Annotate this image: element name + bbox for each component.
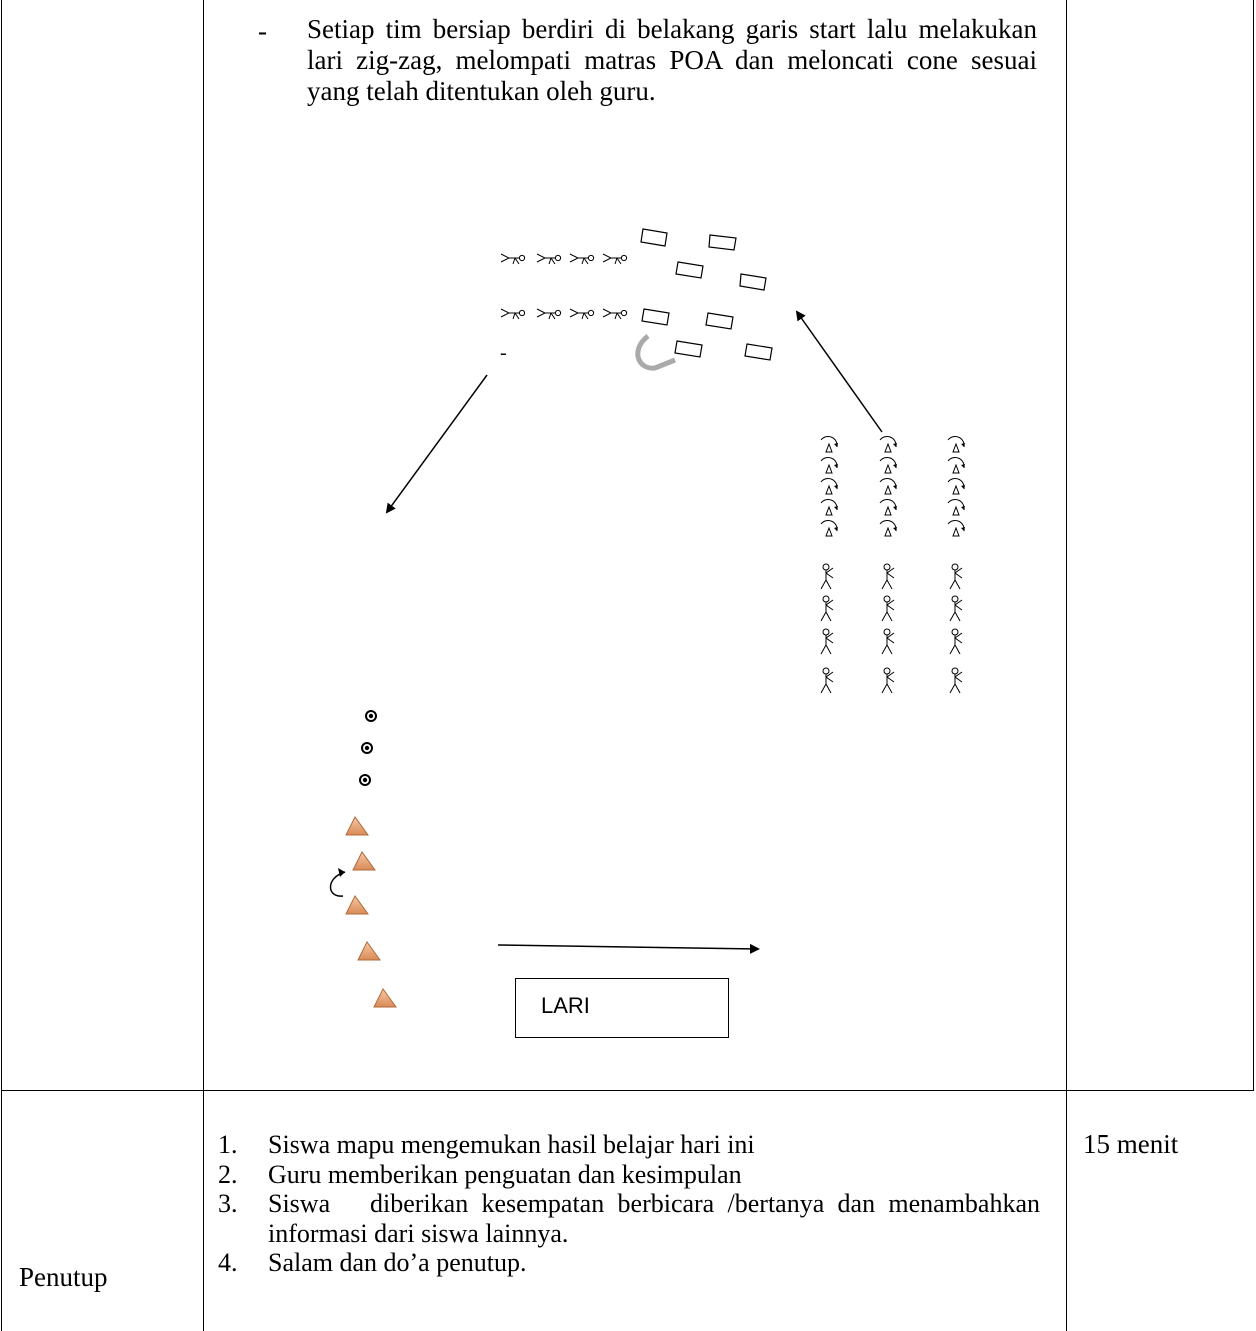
duration-label: 15 menit bbox=[1083, 1129, 1179, 1159]
list-item: 2. Guru memberikan penguatan dan kesimpu… bbox=[218, 1160, 1040, 1190]
curved-arrow-icon bbox=[338, 868, 345, 877]
list-item: 4. Salam dan do’a penutup. bbox=[218, 1248, 1040, 1278]
phase-label: Penutup bbox=[19, 1262, 108, 1292]
list-item-text: Guru memberikan penguatan dan kesimpulan bbox=[268, 1159, 742, 1189]
arrow-icon bbox=[795, 310, 883, 433]
stray-dash: - bbox=[500, 342, 507, 364]
ball-icon bbox=[359, 710, 377, 786]
list-item: 3. Siswa diberikan kesempatan berbicara … bbox=[218, 1189, 1040, 1248]
list-item-number: 2. bbox=[218, 1159, 238, 1189]
list-item: 1. Siswa mapu mengemukan hasil belajar h… bbox=[218, 1130, 1040, 1160]
list-item-text: Siswa diberikan kesempatan berbicara /be… bbox=[268, 1189, 1047, 1248]
arrow-icon bbox=[497, 943, 760, 954]
arrow-icon bbox=[385, 374, 488, 514]
lari-label-box: LARI bbox=[515, 978, 729, 1038]
list-item-text: Siswa mapu mengemukan hasil belajar hari… bbox=[268, 1130, 755, 1159]
running-figure-icon bbox=[500, 253, 628, 320]
closing-steps-list: 1. Siswa mapu mengemukan hasil belajar h… bbox=[218, 1130, 1040, 1278]
cone-icon bbox=[820, 435, 966, 537]
list-item-number: 1. bbox=[218, 1130, 238, 1159]
curved-arrow-icon bbox=[635, 334, 676, 371]
instruction-bullet: - bbox=[258, 16, 267, 46]
list-item-number: 4. bbox=[218, 1248, 238, 1277]
cone-icon bbox=[345, 816, 397, 1008]
running-figure-icon bbox=[820, 563, 963, 694]
table-row-divider bbox=[1, 1090, 1254, 1091]
table-border-right bbox=[1253, 0, 1254, 1090]
list-item-text: Salam dan do’a penutup. bbox=[268, 1248, 527, 1277]
mat-icon bbox=[640, 228, 773, 361]
activity-instruction: Setiap tim bersiap berdiri di belakang g… bbox=[307, 14, 1037, 106]
list-item-number: 3. bbox=[218, 1189, 238, 1218]
table-border-left bbox=[1, 0, 2, 1331]
curved-arrow-icon bbox=[329, 871, 346, 897]
table-border-col2 bbox=[203, 0, 204, 1331]
table-border-col3 bbox=[1066, 0, 1067, 1331]
